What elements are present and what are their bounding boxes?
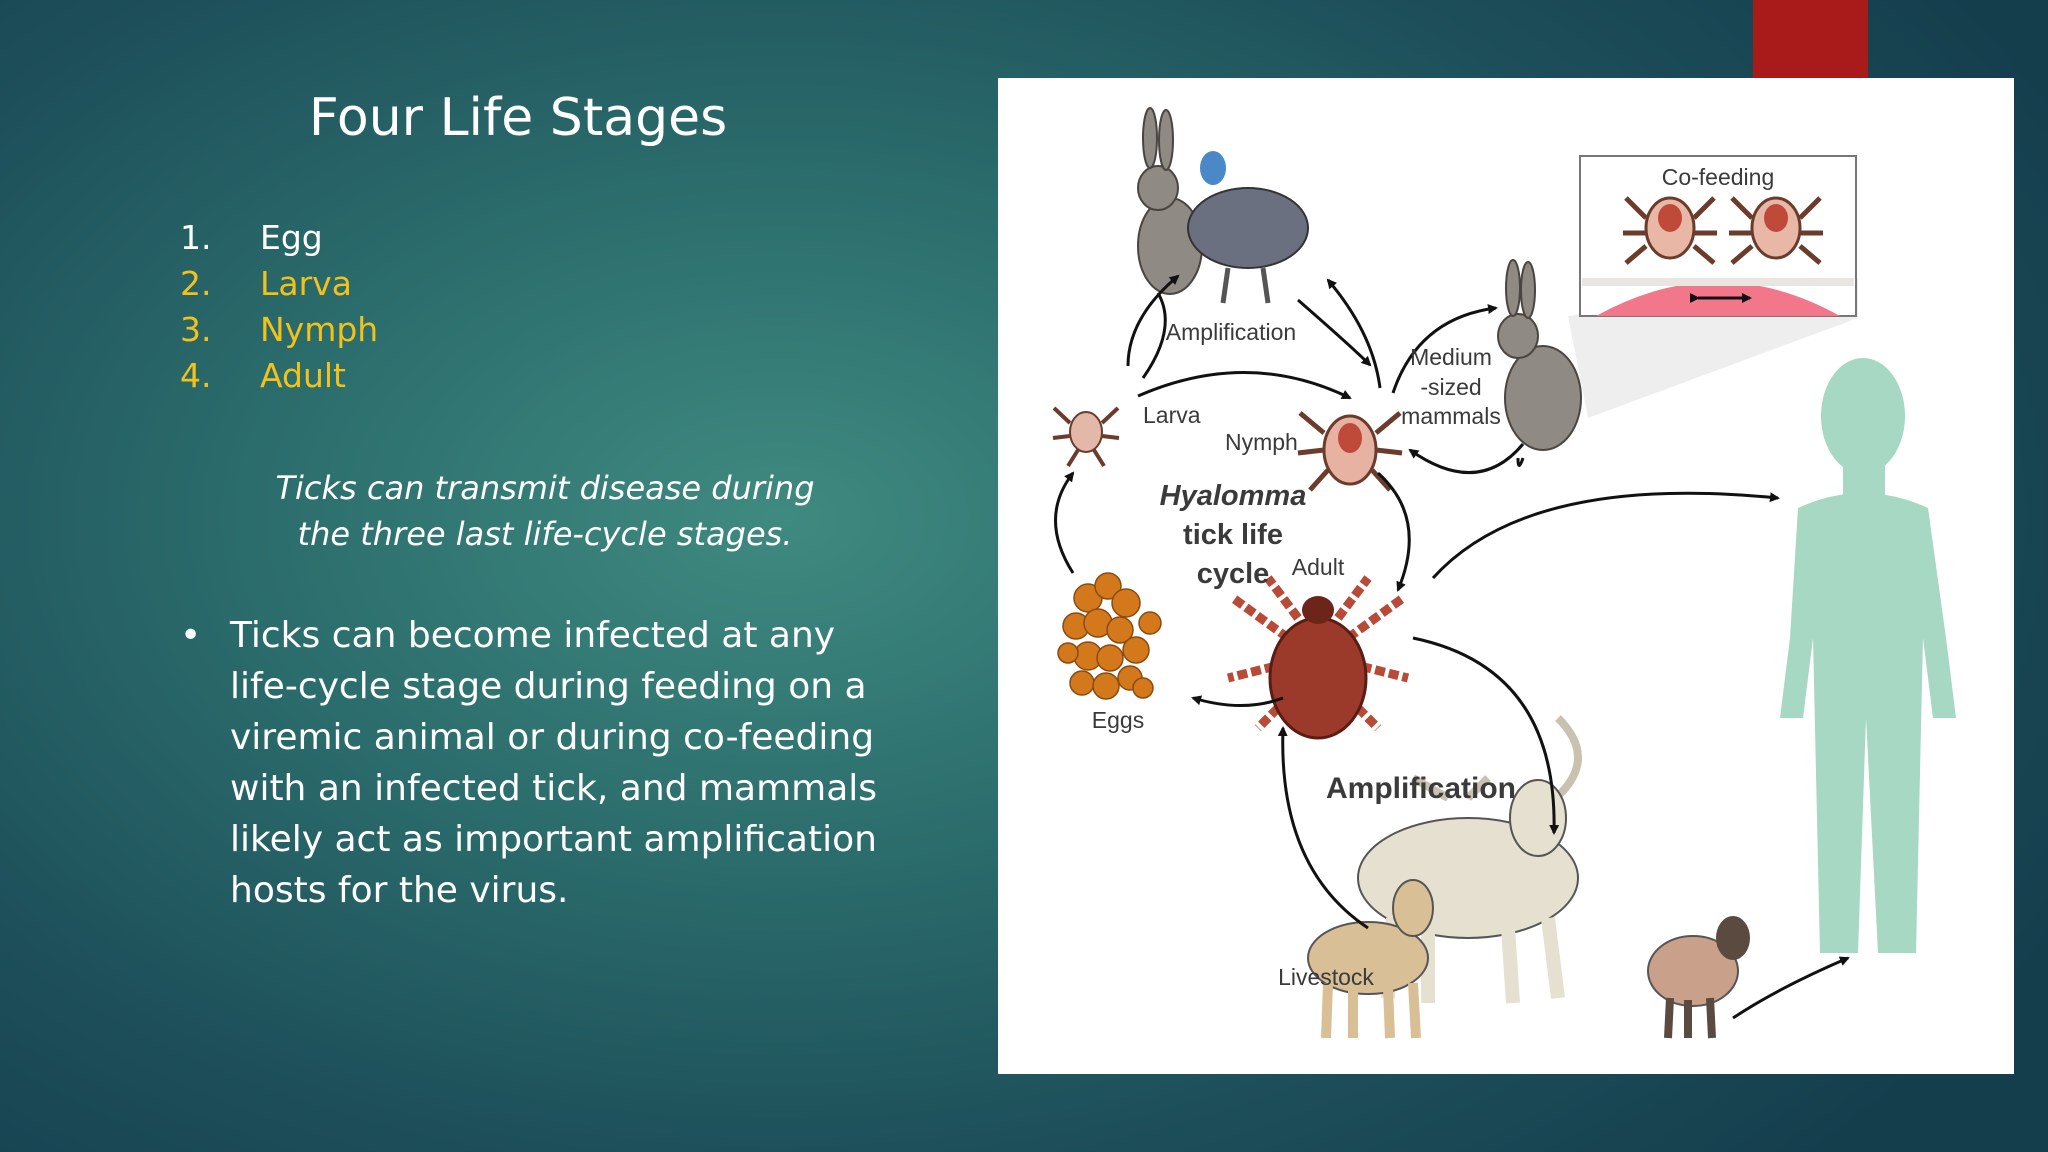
livestock-icon [1307,715,1750,1039]
bullet-text: Ticks can become infected at any life-cy… [230,615,878,911]
medium-mammals-line2: -sized [1420,374,1481,400]
livestock-label: Livestock [1278,964,1374,990]
eggs-label: Eggs [1092,707,1144,733]
human-silhouette [1780,358,1956,953]
accent-tab [1753,0,1868,78]
stage-label: Nymph [260,310,379,349]
cycle-title-line3: cycle [1197,558,1270,590]
cofeeding-inset: Co-feeding [1568,155,1858,418]
life-cycle-diagram: Co-feeding [1052,107,1956,1039]
cycle-title-line2: tick life [1183,519,1283,551]
life-stages-list: 1. Egg 2. Larva 3. Nymph 4. Adult [180,218,378,402]
hare-icon [1137,107,1203,295]
stage-number: 1. [180,218,212,257]
stage-item: 2. Larva [180,264,378,310]
tick-icon [1623,196,1717,265]
cycle-arrows [1054,274,1850,1020]
stage-number: 2. [180,264,212,303]
stage-item: 4. Adult [180,356,378,402]
rabbit-icon [1497,259,1582,451]
guineafowl-icon [1187,151,1309,304]
stage-label: Adult [260,356,346,395]
amplification-top-label: Amplification [1166,319,1296,345]
stage-label: Larva [260,264,352,303]
transmission-caption: Ticks can transmit disease during the th… [250,465,840,557]
stage-item: 1. Egg [180,218,378,264]
cofeeding-label: Co-feeding [1662,164,1775,190]
nymph-label: Nymph [1225,429,1298,455]
nymph-tick-icon [1297,411,1403,492]
larva-tick-icon [1052,406,1120,468]
adult-label: Adult [1292,554,1345,580]
stage-number: 3. [180,310,212,349]
caption-line: Ticks can transmit disease during [275,469,815,507]
amplification-bottom-label: Amplification [1326,772,1516,805]
tick-life-cycle-figure: Co-feeding [998,78,2014,1074]
eggs-icon [1057,572,1162,700]
stage-number: 4. [180,356,212,395]
medium-mammals-line3: mammals [1401,403,1501,429]
slide-title: Four Life Stages [308,88,728,148]
caption-line: the three last life-cycle stages. [297,515,793,553]
medium-mammals-line1: Medium [1410,344,1492,370]
tick-icon [1729,196,1823,265]
bullet-point: • Ticks can become infected at any life-… [180,610,900,916]
adult-tick-icon [1226,575,1410,740]
bullet-icon: • [180,615,202,656]
stage-label: Egg [260,218,323,257]
larva-label: Larva [1143,402,1201,428]
cycle-title-line1: Hyalomma [1160,480,1307,512]
stage-item: 3. Nymph [180,310,378,356]
